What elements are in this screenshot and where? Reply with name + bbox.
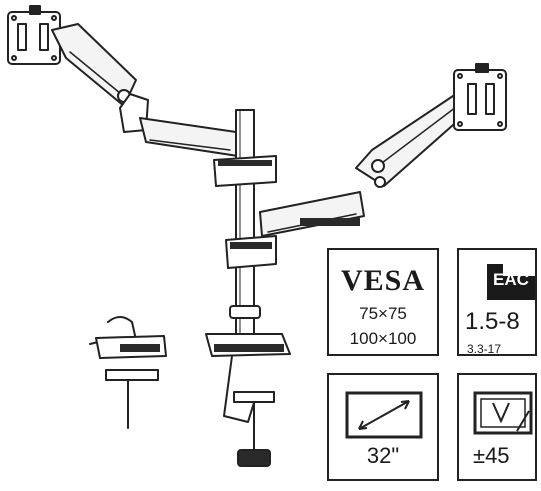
tilt-icon xyxy=(473,391,533,435)
vesa-title: VESA xyxy=(340,264,426,297)
weight-range-kg: 1.5-8 xyxy=(465,308,520,335)
screen-size-box: 32" xyxy=(327,373,439,481)
weight-spec-box: EAC 1.5-8 3.3-17 xyxy=(457,248,537,356)
weight-icon xyxy=(487,264,535,300)
vesa-size-b: 100×100 xyxy=(349,329,417,348)
tilt-label: ±45 xyxy=(473,443,510,468)
screen-diagonal-icon xyxy=(345,391,423,439)
weight-range-lbs: 3.3-17 xyxy=(467,342,502,356)
tilt-spec-box: ±45 xyxy=(457,373,537,481)
screen-size-label: 32" xyxy=(366,443,400,468)
vesa-spec-box: VESA 75×75 100×100 xyxy=(327,248,439,356)
eac-badge: EAC xyxy=(493,270,529,289)
right-vesa-plate xyxy=(453,63,507,131)
vesa-size-a: 75×75 xyxy=(359,304,407,323)
dual-monitor-arm-illustration xyxy=(7,5,507,467)
left-vesa-plate xyxy=(7,5,61,65)
